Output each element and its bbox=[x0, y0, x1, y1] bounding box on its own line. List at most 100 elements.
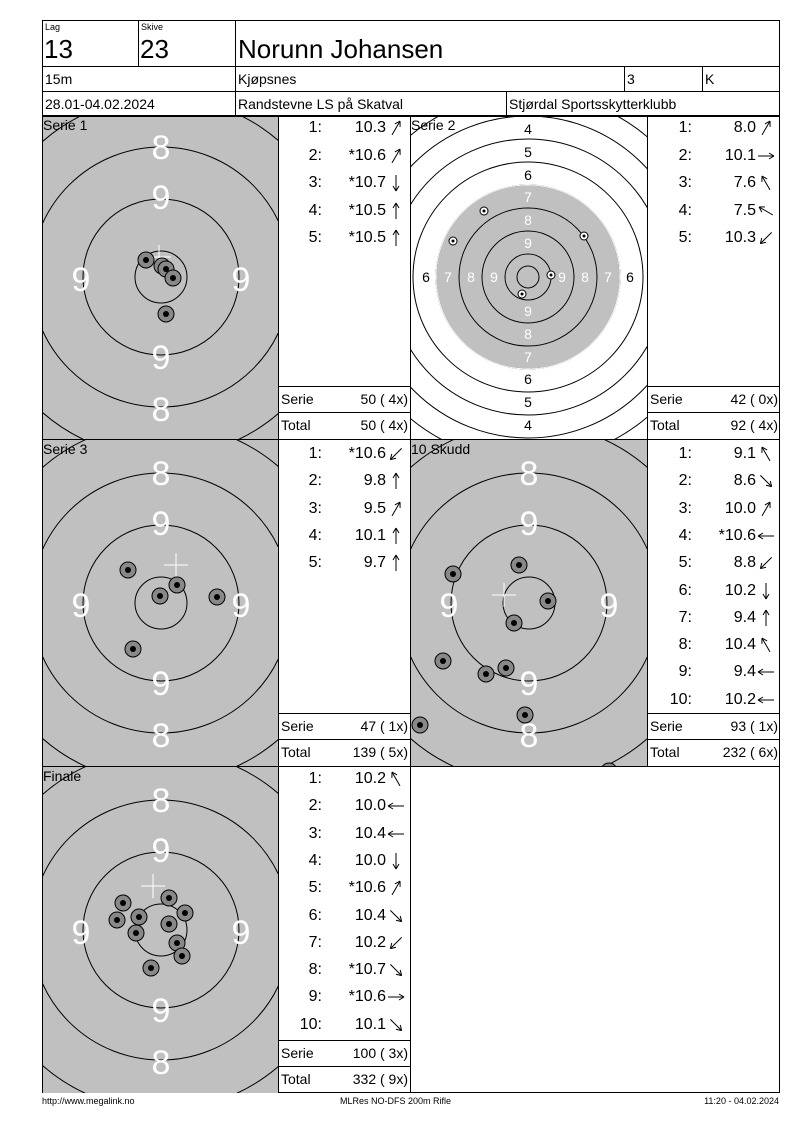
shot-center bbox=[451, 239, 455, 243]
total-sum-row: Total 139 ( 5x) bbox=[279, 739, 410, 765]
panel-title-10-skudd: 10 Skudd bbox=[411, 441, 471, 457]
shot-center bbox=[179, 953, 185, 959]
shot-center bbox=[545, 598, 551, 604]
shot-number: 2: bbox=[678, 472, 692, 490]
arrow-up-left-icon bbox=[761, 637, 771, 653]
shot-center bbox=[182, 910, 188, 916]
ring-number: 9 bbox=[524, 235, 532, 251]
shot-row: 8:10.4 bbox=[648, 636, 778, 663]
shot-row: 5:8.8 bbox=[648, 554, 778, 581]
class-code: K bbox=[705, 71, 715, 87]
shot-value: 10.3 bbox=[354, 119, 386, 136]
shot-number: 2: bbox=[308, 797, 322, 815]
shot-row: 1:*10.6 bbox=[279, 445, 408, 472]
shot-number: 7: bbox=[678, 608, 692, 626]
shot-value: 10.2 bbox=[354, 933, 386, 951]
ring-number: 9 bbox=[600, 587, 619, 625]
shot-row: 1:10.3 bbox=[279, 119, 408, 146]
shot-row: 1:9.1 bbox=[648, 445, 778, 472]
shot-direction bbox=[386, 229, 406, 247]
shot-center bbox=[133, 930, 139, 936]
shot-number: 8: bbox=[308, 961, 322, 979]
shot-value: 9.4 bbox=[733, 608, 756, 626]
arrow-up-right-icon bbox=[391, 120, 401, 136]
shot-number: 1: bbox=[308, 770, 322, 787]
shot-direction bbox=[756, 691, 776, 709]
arrow-left-icon bbox=[387, 802, 404, 810]
ring-number: 9 bbox=[152, 505, 171, 543]
arrow-left-icon bbox=[757, 532, 774, 540]
shot-value: *10.7 bbox=[348, 174, 386, 191]
panel-title-serie-2: Serie 2 bbox=[411, 117, 456, 133]
shot-value: 10.4 bbox=[354, 906, 386, 924]
ring-number: 5 bbox=[524, 144, 532, 160]
ring-line bbox=[82, 524, 240, 682]
ring-number: 9 bbox=[152, 339, 171, 377]
shot-row: 3:*10.7 bbox=[279, 174, 408, 201]
arrow-down-left-icon bbox=[389, 936, 403, 949]
lag-value: 13 bbox=[44, 34, 73, 64]
ring-number: 6 bbox=[626, 269, 634, 285]
serie-label: Serie bbox=[281, 391, 314, 407]
shot-number: 5: bbox=[678, 229, 692, 246]
shot-direction bbox=[756, 527, 776, 545]
total-score: 139 ( 5x) bbox=[352, 744, 408, 760]
shot-direction bbox=[756, 119, 776, 137]
ring-number: 6 bbox=[524, 167, 532, 183]
shot-direction bbox=[756, 663, 776, 681]
arrow-up-icon bbox=[392, 527, 400, 544]
ring-number: 9 bbox=[490, 269, 498, 285]
shot-number: 1: bbox=[678, 119, 692, 136]
shot-center bbox=[503, 665, 509, 671]
shot-direction bbox=[386, 770, 406, 788]
shot-center bbox=[549, 273, 553, 277]
ring-line bbox=[450, 524, 608, 682]
shot-value: 7.5 bbox=[733, 201, 756, 219]
ring-number: 9 bbox=[152, 992, 171, 1030]
header-box bbox=[42, 20, 780, 116]
arrow-left-icon bbox=[757, 696, 774, 704]
ring-number: 5 bbox=[524, 394, 532, 410]
shot-row: 10:10.1 bbox=[279, 1016, 408, 1043]
shooter-name: Norunn Johansen bbox=[238, 34, 444, 64]
arrow-left-icon bbox=[387, 830, 404, 838]
ring-number: 9 bbox=[558, 269, 566, 285]
shot-value: *10.6 bbox=[348, 879, 386, 897]
arrow-left-up-icon bbox=[758, 205, 774, 215]
total-score: 332 ( 9x) bbox=[352, 1071, 408, 1087]
shot-row: 3:10.0 bbox=[648, 500, 778, 527]
serie-score: 93 ( 1x) bbox=[730, 718, 778, 734]
ring-number: 9 bbox=[152, 665, 171, 703]
shot-value: 10.4 bbox=[354, 824, 386, 842]
shot-number: 2: bbox=[678, 146, 692, 164]
ring-number: 9 bbox=[72, 261, 91, 299]
arrow-up-icon bbox=[762, 609, 770, 626]
shot-number: 10: bbox=[669, 690, 692, 708]
panel-title-serie-3: Serie 3 bbox=[43, 441, 88, 457]
shot-row: 6:10.4 bbox=[279, 907, 408, 934]
shot-value: 10.1 bbox=[724, 146, 756, 164]
ring-line bbox=[412, 161, 644, 393]
ring-number: 9 bbox=[152, 832, 171, 870]
arrow-down-right-icon bbox=[389, 964, 403, 977]
total-label: Total bbox=[281, 1071, 311, 1087]
class-number: 3 bbox=[627, 71, 635, 87]
total-label: Total bbox=[281, 744, 311, 760]
shot-row: 1:10.2 bbox=[279, 770, 408, 797]
footer-url[interactable]: http://www.megalink.no bbox=[42, 1096, 135, 1106]
shot-number: 5: bbox=[308, 229, 322, 246]
ring-number: 6 bbox=[524, 371, 532, 387]
shot-number: 5: bbox=[308, 879, 322, 897]
shot-direction bbox=[386, 825, 406, 843]
shot-row: 2:8.6 bbox=[648, 472, 778, 499]
shot-value: 7.6 bbox=[733, 174, 756, 191]
results-grid bbox=[42, 116, 780, 1093]
serie-score: 50 ( 4x) bbox=[360, 391, 408, 407]
